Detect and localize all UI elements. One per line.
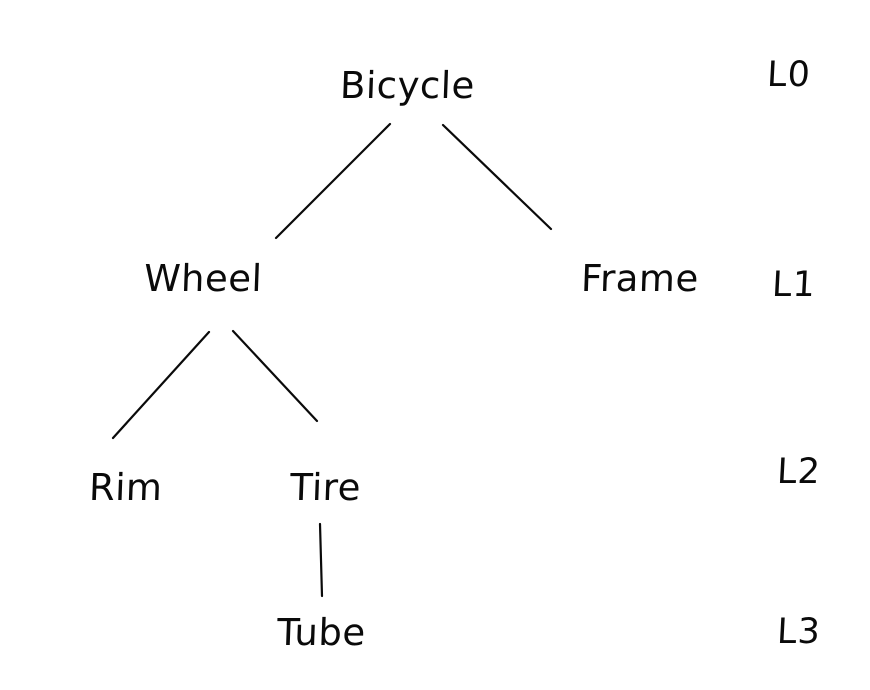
node-tube[interactable]: Tube (276, 610, 367, 654)
edge-wheel-to-tire (231, 329, 319, 423)
node-tire[interactable]: Tire (289, 465, 362, 509)
node-rim[interactable]: Rim (87, 465, 163, 509)
level-label-l0: L0 (766, 54, 813, 95)
node-wheel[interactable]: Wheel (143, 256, 264, 300)
node-frame[interactable]: Frame (580, 256, 701, 300)
edge-tire-to-tube (318, 522, 324, 598)
level-label-l2: L2 (776, 451, 823, 492)
edge-bicycle-to-wheel (274, 122, 392, 240)
edge-bicycle-to-frame (441, 123, 553, 231)
node-bicycle[interactable]: Bicycle (339, 63, 476, 107)
edge-wheel-to-rim (111, 330, 211, 440)
level-label-l1: L1 (771, 264, 818, 305)
level-label-l3: L3 (776, 611, 823, 652)
